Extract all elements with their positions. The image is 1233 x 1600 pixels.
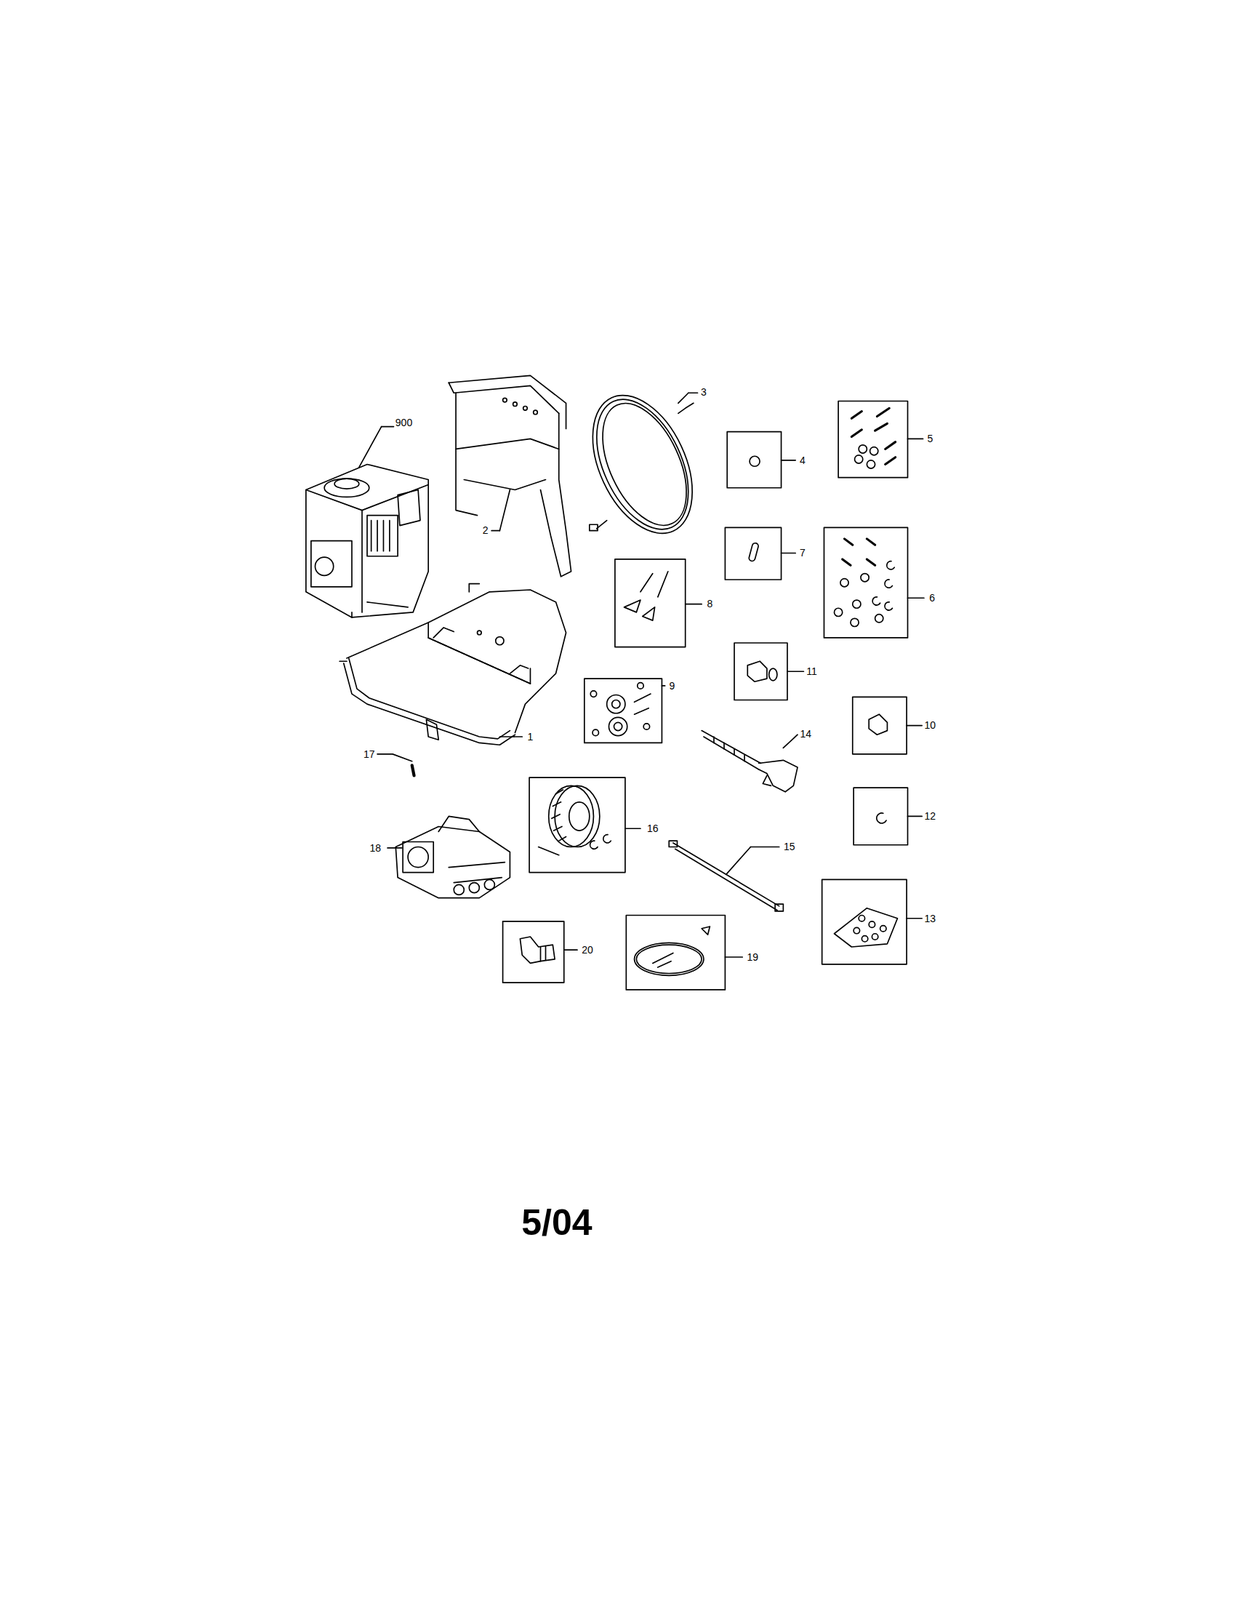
callout-number: 8 <box>706 598 713 609</box>
base-frame <box>339 583 566 746</box>
callout-number: 3 <box>700 386 707 397</box>
callout-number: 2 <box>482 524 489 536</box>
callout-number: 7 <box>799 547 806 558</box>
pump <box>387 815 510 898</box>
callout-number: 20 <box>581 944 594 955</box>
callout-number: 16 <box>647 822 659 834</box>
engine <box>306 426 429 618</box>
callout-number: 17 <box>363 748 376 759</box>
callout-number: 11 <box>806 665 818 677</box>
callout-number: 10 <box>924 719 937 730</box>
spray-gun <box>701 730 798 792</box>
callout-number: 1 <box>527 731 534 742</box>
callout-number: 9 <box>669 680 676 691</box>
callout-number: 4 <box>799 455 806 466</box>
callout-number: 18 <box>369 842 381 853</box>
handle-frame <box>448 375 571 576</box>
callout-number: 13 <box>924 913 937 924</box>
callout-number: 14 <box>799 728 812 739</box>
wand <box>668 840 783 911</box>
hose <box>572 379 713 549</box>
callout-number: 19 <box>746 951 759 962</box>
callout-number: 900 <box>395 417 413 428</box>
date-stamp: 5/04 <box>521 1203 592 1241</box>
callout-number: 12 <box>924 810 937 821</box>
callout-number: 6 <box>929 592 935 603</box>
callout-number: 5 <box>926 433 933 444</box>
callout-number: 15 <box>783 841 796 852</box>
